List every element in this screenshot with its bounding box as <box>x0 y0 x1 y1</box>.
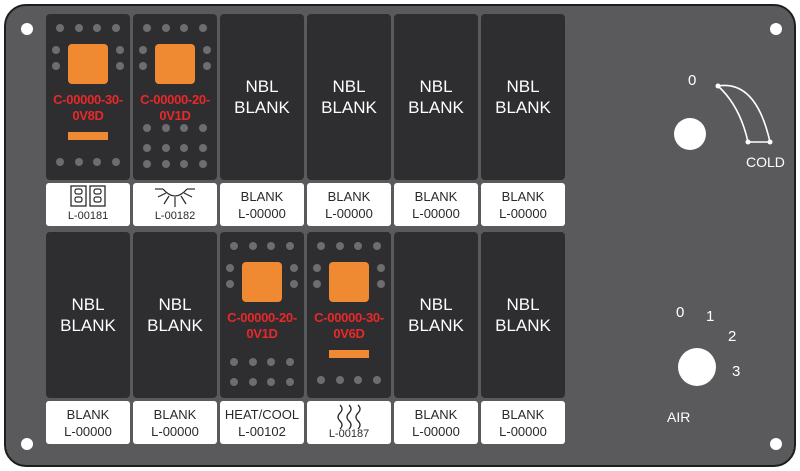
switch-label-9: HEAT/COOL L-00102 <box>220 401 304 444</box>
switch-label-8: BLANK L-00000 <box>133 401 217 444</box>
temperature-knob[interactable] <box>674 118 706 150</box>
mounting-hole-top-right <box>770 23 782 35</box>
indicator-bar <box>68 132 108 140</box>
switch-label-4: BLANK L-00000 <box>307 183 391 226</box>
heat-waves-icon <box>337 404 361 430</box>
rocker-switch-1[interactable]: C-00000-30-0V8D <box>46 14 130 180</box>
air-position-1: 1 <box>706 308 715 325</box>
part-code: C-00000-30-0V6D <box>314 310 384 341</box>
switch-label-2: L-00182 <box>133 183 217 226</box>
switch-label-5: BLANK L-00000 <box>394 183 478 226</box>
rocker-button[interactable] <box>242 262 282 302</box>
part-code: C-00000-20-0V1D <box>140 92 210 123</box>
rocker-button[interactable] <box>68 44 108 84</box>
cold-label: COLD <box>746 154 785 170</box>
mounting-hole-bottom-left <box>21 438 33 450</box>
switch-label-10: L-00187 <box>307 401 391 444</box>
rocker-switch-9[interactable]: C-00000-20-0V1D <box>220 232 304 398</box>
switch-label-6: BLANK L-00000 <box>481 183 565 226</box>
switch-label-12: BLANK L-00000 <box>481 401 565 444</box>
cold-range-arc-icon <box>715 83 773 145</box>
air-knob[interactable] <box>678 348 716 386</box>
mounting-hole-bottom-right <box>770 438 782 450</box>
switch-label-1: L-00181 <box>46 183 130 226</box>
rocker-button[interactable] <box>155 44 195 84</box>
indicator-bar <box>329 350 369 358</box>
part-code: C-00000-30-0V8D <box>53 92 123 123</box>
rocker-switch-2[interactable]: C-00000-20-0V1D <box>133 14 217 180</box>
air-position-3: 3 <box>732 363 741 380</box>
rocker-switch-10[interactable]: C-00000-30-0V6D <box>307 232 391 398</box>
mounting-hole-top-left <box>21 23 33 35</box>
temp-knob-zero-label: 0 <box>688 72 697 89</box>
air-position-2: 2 <box>728 328 737 345</box>
switch-label-3: BLANK L-00000 <box>220 183 304 226</box>
control-panel: C-00000-30-0V8D L-00181 C-00000-20-0V1D <box>4 4 796 467</box>
rocker-button[interactable] <box>329 262 369 302</box>
part-code: C-00000-20-0V1D <box>227 310 297 341</box>
switch-label-7: BLANK L-00000 <box>46 401 130 444</box>
light-icon <box>155 188 195 207</box>
switch-label-11: BLANK L-00000 <box>394 401 478 444</box>
dual-outlet-icon <box>70 185 106 207</box>
air-position-0: 0 <box>676 304 685 321</box>
air-label: AIR <box>667 409 691 425</box>
